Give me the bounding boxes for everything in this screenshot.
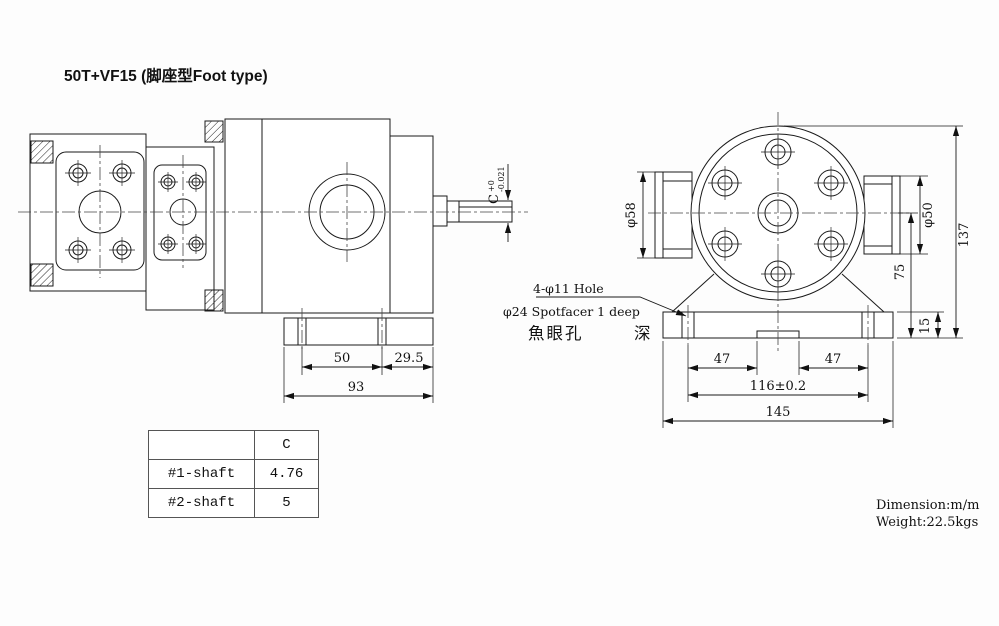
- shaft2-c-value: 5: [254, 488, 319, 518]
- shaft1-c-value: 4.76: [254, 459, 319, 489]
- dim-75: 75: [893, 212, 918, 338]
- pump-body-side: [224, 118, 434, 314]
- note-hole-label: 4-φ11 Hole: [533, 281, 604, 296]
- intermediate-plate: [145, 120, 224, 312]
- front-bottom-dimensions: 47 47 116±0.2 145: [662, 341, 894, 428]
- dim-50-label: 50: [334, 351, 351, 366]
- shaft-tolerance-dimension: C +0 -0.021: [487, 164, 512, 242]
- table-header-row: C: [148, 430, 319, 460]
- shaft2-name: #2-shaft: [148, 488, 255, 518]
- dim-15-label: 15: [918, 318, 933, 335]
- footer-notes: Dimension:m/m Weight:22.5kgs: [876, 497, 979, 531]
- note-spotfacer-label: φ24 Spotfacer 1 deep: [503, 304, 640, 319]
- shaft-dim-letter: C: [487, 194, 502, 204]
- dimension-unit-note: Dimension:m/m: [876, 498, 980, 513]
- dim-phi58-label: φ58: [624, 202, 639, 228]
- shaft-spec-table: C #1-shaft 4.76 #2-shaft 5: [148, 430, 319, 518]
- shaft1-name: #1-shaft: [148, 459, 255, 489]
- side-view-dimensions: 50 29.5 93: [283, 347, 434, 403]
- dim-137: 137: [784, 125, 972, 339]
- dim-phi50: φ50: [900, 175, 936, 255]
- output-shaft: [432, 195, 513, 227]
- dim-phi50-label: φ50: [921, 202, 936, 228]
- rear-flange-bolt-holes: [65, 160, 135, 263]
- table-row-shaft2: #2-shaft 5: [148, 488, 319, 518]
- shaft-dim-upper-tol: +0: [487, 180, 496, 192]
- mounting-foot-side: [283, 317, 434, 346]
- shaft-dim-lower-tol: -0.021: [497, 166, 506, 192]
- drawing-title: 50T+VF15 (脚座型Foot type): [64, 68, 268, 85]
- dim-145-label: 145: [766, 405, 791, 420]
- table-row-shaft1: #1-shaft 4.76: [148, 459, 319, 489]
- dim-93-label: 93: [348, 380, 365, 395]
- bolt-lower-left: [708, 227, 742, 261]
- rear-flange: [29, 133, 147, 292]
- dim-137-label: 137: [957, 223, 972, 248]
- dim-116-label: 116±0.2: [750, 379, 806, 394]
- left-port-flange: [654, 171, 693, 259]
- right-port-flange: [863, 175, 901, 255]
- hole-callout: 4-φ11 Hole φ24 Spotfacer 1 deep 魚眼孔 深: [503, 281, 687, 343]
- dim-47-right-label: 47: [825, 352, 842, 367]
- side-view: C +0 -0.021 50 29.5 93: [18, 118, 528, 403]
- weight-note: Weight:22.5kgs: [876, 515, 979, 530]
- note-cjk-deep-label: 深: [634, 324, 653, 343]
- intermediate-plate-bolt-holes: [158, 172, 206, 254]
- note-cjk-spotface-label: 魚眼孔: [528, 324, 584, 343]
- table-header-c: C: [254, 430, 319, 460]
- dim-75-label: 75: [893, 264, 908, 281]
- table-header-blank: [148, 430, 255, 460]
- dim-29-5-label: 29.5: [395, 351, 424, 366]
- dim-phi58: φ58: [624, 171, 655, 259]
- bolt-lower-right: [814, 227, 848, 261]
- bolt-upper-left: [708, 166, 742, 200]
- dim-15: 15: [897, 311, 944, 338]
- dim-47-left-label: 47: [714, 352, 731, 367]
- bolt-upper-right: [814, 166, 848, 200]
- front-view: φ58 φ50 75 15 137: [503, 112, 972, 428]
